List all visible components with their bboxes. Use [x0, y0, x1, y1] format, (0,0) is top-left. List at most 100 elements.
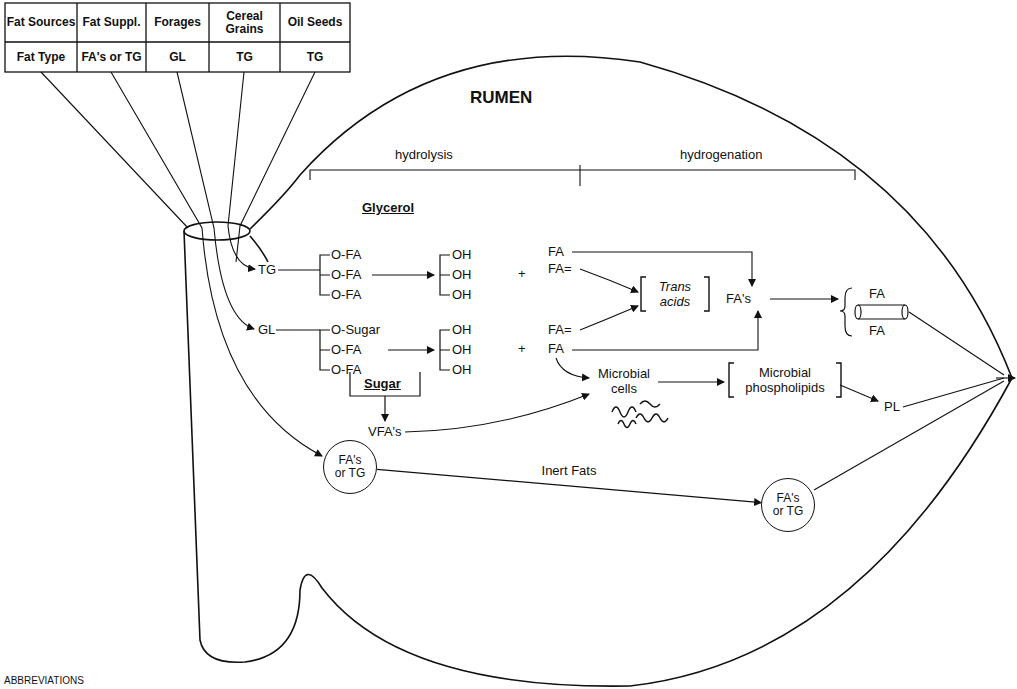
line-art	[909, 312, 1004, 375]
diagram-label: OH	[452, 247, 472, 262]
line-art	[658, 381, 724, 382]
line-art	[184, 56, 1012, 686]
diagram-label: +	[518, 341, 526, 356]
diagram-label: RUMEN	[470, 88, 532, 108]
line-art	[372, 274, 434, 275]
line-art	[814, 381, 1004, 490]
node-text: FA's or TG	[771, 492, 805, 518]
line-art	[236, 72, 315, 262]
diagram-label: FA=	[548, 322, 572, 337]
line-art	[855, 305, 861, 319]
node-text: Trans acids	[647, 279, 703, 309]
feed-lines	[41, 72, 322, 456]
phase-brackets	[310, 165, 855, 186]
line-art	[572, 311, 758, 350]
diagram-label: FA	[869, 286, 885, 301]
line-art	[840, 385, 878, 401]
line-art	[996, 377, 1015, 378]
line-art	[276, 329, 320, 330]
diagram-label: O-FA	[331, 362, 361, 377]
diagram-label: FA	[869, 323, 885, 338]
line-art	[228, 72, 255, 269]
diagram-label: FA	[548, 244, 564, 259]
table-cell: FA's or TG	[78, 43, 145, 71]
line-art	[250, 236, 268, 262]
line-art	[580, 306, 638, 330]
table-cell: TG	[210, 43, 279, 71]
diagram-label: O-FA	[331, 267, 361, 282]
diagram-label: hydrolysis	[395, 147, 453, 162]
table-cell: TG	[281, 43, 349, 71]
node-text: FA's or TG	[333, 454, 367, 480]
edge-label: Inert Fats	[540, 463, 599, 478]
node-text: Microbial phospholipids	[735, 365, 835, 395]
table-cell: Forages	[147, 4, 208, 41]
line-art	[840, 288, 852, 336]
diagram-label: OH	[452, 287, 472, 302]
line-art	[858, 305, 905, 319]
line-art	[902, 305, 908, 319]
bracket-group: Microbial phospholipids	[728, 362, 842, 398]
line-art	[579, 165, 580, 186]
line-art	[145, 3, 146, 72]
bracket-line	[729, 363, 841, 397]
table-cell: Oil Seeds	[281, 4, 349, 41]
line-art	[111, 72, 322, 456]
diagram-label: GL	[258, 322, 275, 337]
hydrogenation-arrows	[405, 252, 878, 432]
diagram-label: FA's	[726, 291, 751, 306]
table-cell: Fat Sources	[6, 4, 76, 41]
line-art	[556, 358, 589, 378]
line-art	[388, 349, 434, 350]
diagram-label: O-Sugar	[331, 322, 380, 337]
line-art	[618, 421, 636, 428]
fat-circle: FA's or TG	[323, 440, 377, 494]
diagram-label: O-FA	[331, 287, 361, 302]
diagram-label: Glycerol	[362, 200, 414, 215]
line-art	[5, 41, 350, 42]
line-art	[612, 407, 636, 417]
diagram-label: TG	[258, 262, 276, 277]
line-art	[76, 3, 77, 72]
exit-arrows	[814, 312, 1015, 490]
table-cell: Fat Type	[6, 43, 76, 71]
fat-source-table	[5, 3, 350, 72]
diagram-label: hydrogenation	[680, 147, 762, 162]
bracket-group: Trans acids	[640, 276, 710, 312]
glyceride-structures	[276, 255, 450, 421]
line-art	[320, 330, 330, 370]
line-art	[405, 394, 589, 432]
line-art	[640, 401, 660, 407]
diagram-label: FA	[548, 341, 564, 356]
diagram-label: FA=	[548, 261, 572, 276]
line-art	[580, 269, 638, 292]
line-art	[384, 396, 385, 421]
diagram-label: VFA's	[368, 424, 402, 439]
diagram-label: OH	[452, 342, 472, 357]
fat-circle: FA's or TG	[761, 478, 815, 532]
table-cell: Cereal Grains	[210, 4, 279, 41]
line-art	[440, 330, 450, 370]
table-cell: GL	[147, 43, 208, 71]
diagram-label: O-FA	[331, 342, 361, 357]
rumen-outline	[184, 56, 1012, 686]
line-art	[636, 414, 668, 422]
line-art	[279, 3, 280, 72]
line-art	[5, 3, 350, 72]
diagram-label: Microbial cells	[592, 366, 656, 396]
line-art	[177, 72, 254, 329]
line-art	[310, 170, 855, 180]
line-art	[278, 269, 320, 270]
line-art	[41, 72, 188, 228]
diagram-label: ABBREVIATIONS	[4, 674, 84, 687]
diagram-label: O-FA	[331, 247, 361, 262]
line-art	[903, 378, 1004, 407]
microbe-sketch	[612, 401, 668, 428]
diagram-label: OH	[452, 362, 472, 377]
table-cell: Fat Suppl.	[78, 4, 145, 41]
bracket-line	[641, 277, 709, 311]
diagram-label: +	[518, 266, 526, 281]
diagram-label: OH	[452, 322, 472, 337]
diagram-label: OH	[452, 267, 472, 282]
